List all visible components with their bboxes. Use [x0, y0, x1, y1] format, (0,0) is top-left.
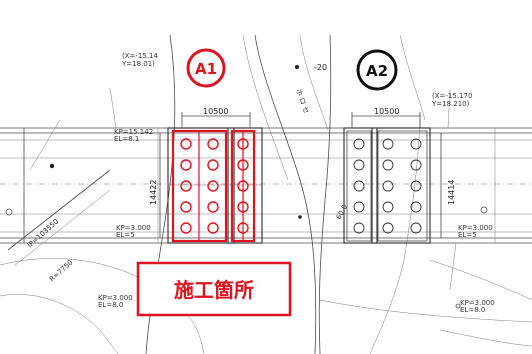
bolt-hole — [207, 180, 219, 192]
a1-width-dimension: 14422 — [149, 180, 158, 205]
bolt-hole — [353, 159, 365, 171]
a2-span-dimension: 10500 — [374, 107, 399, 116]
bolt-hole — [207, 159, 219, 171]
bolt-hole — [410, 159, 422, 171]
bolt-hole — [237, 159, 249, 171]
a1-label: A1 — [195, 60, 217, 78]
bolt-hole — [207, 201, 219, 213]
bolt-hole — [353, 138, 365, 150]
bolt-hole — [207, 138, 219, 150]
bolt-hole — [410, 201, 422, 213]
a2-label-marker: A2 — [356, 49, 398, 91]
bolt-hole — [237, 222, 249, 234]
road-label: ホ ロ セ — [294, 88, 310, 115]
bolt-hole — [382, 138, 394, 150]
bolt-hole — [410, 180, 422, 192]
bolt-hole — [353, 180, 365, 192]
bolt-hole — [410, 138, 422, 150]
a1-label-marker: A1 — [186, 48, 226, 88]
bolt-hole — [237, 201, 249, 213]
pier-a2 — [343, 127, 431, 244]
bolt-hole — [410, 222, 422, 234]
a1-bolt-grid — [171, 129, 256, 243]
bolt-hole — [237, 180, 249, 192]
bolt-hole — [353, 201, 365, 213]
a1-span-dimension: 10500 — [203, 107, 228, 116]
bolt-hole — [207, 222, 219, 234]
bolt-hole — [180, 159, 192, 171]
bolt-hole — [382, 180, 394, 192]
bolt-hole — [382, 222, 394, 234]
pier-a1 — [167, 127, 263, 244]
bolt-hole — [237, 138, 249, 150]
diagonal-note-r: R=7750 — [48, 258, 75, 283]
offset-dimension: -20 — [314, 63, 327, 72]
bolt-hole — [180, 180, 192, 192]
work-location-label: 施工箇所 — [174, 278, 254, 302]
dimension-lines — [159, 112, 442, 238]
a2-width-dimension: 14414 — [447, 180, 456, 205]
bolt-hole — [382, 159, 394, 171]
bolt-hole — [382, 201, 394, 213]
bolt-hole — [353, 222, 365, 234]
work-location-callout: 施工箇所 — [136, 261, 292, 317]
bolt-hole — [180, 222, 192, 234]
a2-label: A2 — [366, 62, 388, 80]
bolt-hole — [180, 201, 192, 213]
bolt-hole — [180, 138, 192, 150]
